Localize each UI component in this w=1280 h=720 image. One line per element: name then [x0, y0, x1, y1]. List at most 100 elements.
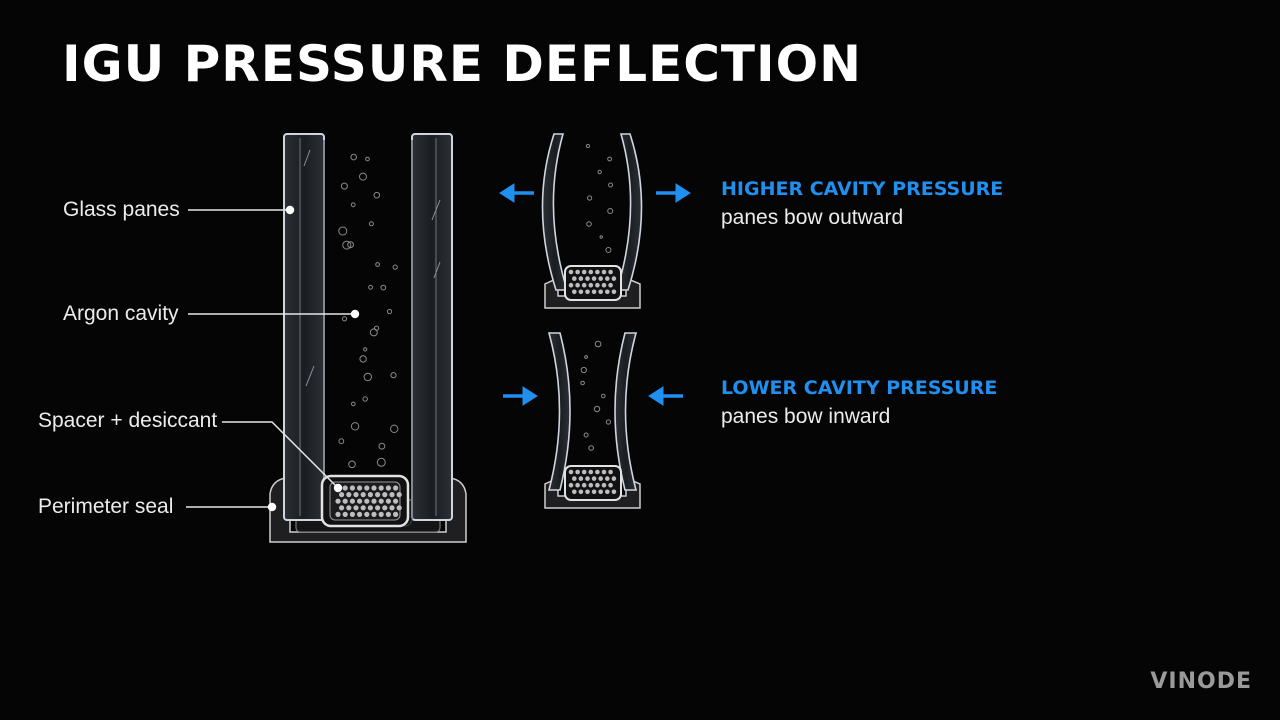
desiccant-bead [601, 282, 607, 288]
argon-bubble [375, 262, 381, 267]
desiccant-bead [364, 511, 370, 517]
argon-bubble [338, 226, 348, 236]
argon-bubble [605, 419, 612, 425]
desiccant-bead [611, 489, 617, 495]
label-glass-panes: Glass panes [63, 198, 180, 221]
desiccant-bead [572, 289, 577, 295]
desiccant-bead [371, 511, 377, 517]
desiccant-bead [598, 289, 603, 295]
desiccant-bead [335, 498, 341, 504]
desiccant-bead [611, 476, 617, 481]
desiccant-bead [585, 476, 590, 481]
argon-bubble [359, 172, 367, 181]
desiccant-bead [598, 476, 603, 481]
desiccant-bead [364, 485, 370, 491]
desiccant-bead [389, 492, 395, 498]
desiccant-bead [611, 289, 617, 295]
desiccant-bead [385, 485, 391, 491]
argon-bubble [340, 182, 348, 190]
desiccant-bead [575, 469, 580, 475]
desiccant-bead [605, 289, 610, 295]
argon-bubble [368, 221, 374, 227]
argon-bubble [599, 235, 603, 239]
page-title: IGU PRESSURE DEFLECTION [62, 35, 862, 93]
desiccant-bead [342, 485, 348, 491]
desiccant-bead [572, 476, 577, 481]
desiccant-bead [364, 498, 370, 504]
state-higher-title: HIGHER CAVITY PRESSURE [721, 178, 1004, 200]
argon-bubble [607, 156, 612, 162]
desiccant-bead [581, 469, 587, 475]
state-lower-description: panes bow inward [721, 405, 891, 428]
desiccant-bead [342, 498, 348, 504]
arrow-left-inward-head [522, 386, 538, 406]
label-spacer-desiccant: Spacer + desiccant [38, 409, 218, 432]
desiccant-bead [382, 492, 388, 498]
argon-bubble [350, 202, 356, 208]
desiccant-bead [393, 485, 399, 491]
arrow-right-inward-head [648, 386, 664, 406]
argon-bubble [362, 396, 368, 402]
desiccant-bead [339, 505, 345, 511]
desiccant-bead [360, 492, 366, 498]
state-lower-title: LOWER CAVITY PRESSURE [721, 377, 998, 399]
desiccant-bead [595, 482, 600, 488]
argon-bubble [369, 328, 378, 337]
argon-bubble [580, 380, 585, 386]
glass-pane-right [411, 133, 453, 521]
desiccant-bead [585, 289, 590, 295]
desiccant-bead [382, 505, 388, 511]
pane-inward-right [614, 332, 638, 491]
desiccant-bead [578, 289, 584, 295]
arrows-inward [503, 386, 683, 406]
desiccant-bead [357, 511, 363, 517]
argon-bubble [390, 424, 399, 433]
argon-cavity-outline [323, 140, 413, 527]
desiccant-bead [581, 269, 587, 275]
desiccant-bead [601, 269, 607, 275]
desiccant-bead [378, 498, 384, 504]
desiccant-bead [346, 492, 352, 498]
desiccant-bead [572, 489, 577, 495]
watermark-logo: VINODE [1150, 669, 1252, 694]
argon-bubble [392, 264, 398, 270]
argon-bubble [342, 240, 352, 250]
glass-pane-left [283, 133, 325, 521]
desiccant-bead [578, 489, 584, 495]
desiccant-bead [605, 489, 610, 495]
arrow-right-outward-head [675, 183, 691, 203]
argon-bubble [587, 195, 593, 201]
argon-bubble [380, 284, 387, 291]
argon-bubble [580, 366, 587, 374]
outward-bow-unit [499, 133, 691, 309]
argon-bubble [359, 355, 367, 363]
desiccant-bead [568, 269, 574, 275]
desiccant-bead [371, 485, 377, 491]
desiccant-bead [353, 492, 359, 498]
desiccant-bead [385, 498, 391, 504]
desiccant-bead [346, 505, 352, 511]
desiccant-bead [353, 505, 359, 511]
argon-bubble [588, 445, 594, 451]
desiccant-bead [598, 276, 603, 281]
argon-bubble [363, 347, 368, 352]
argon-bubble [341, 316, 348, 322]
desiccant-bead [601, 482, 607, 488]
argon-bubble [350, 153, 358, 161]
argon-bubble [376, 457, 386, 467]
desiccant-bead [568, 482, 574, 488]
argon-bubble [348, 460, 356, 469]
argon-bubble [378, 442, 386, 450]
argon-bubble [585, 143, 591, 149]
desiccant-bead [595, 282, 600, 288]
label-argon-cavity: Argon cavity [63, 302, 179, 325]
desiccant-bead [568, 469, 574, 475]
desiccant-bead [581, 282, 587, 288]
desiccant-bead [349, 511, 355, 517]
desiccant-bead [568, 282, 574, 288]
pane-outward-right [615, 133, 643, 291]
desiccant-bead [371, 498, 377, 504]
desiccant-bead [393, 498, 399, 504]
desiccant-bead [335, 511, 341, 517]
desiccant-bead [349, 498, 355, 504]
